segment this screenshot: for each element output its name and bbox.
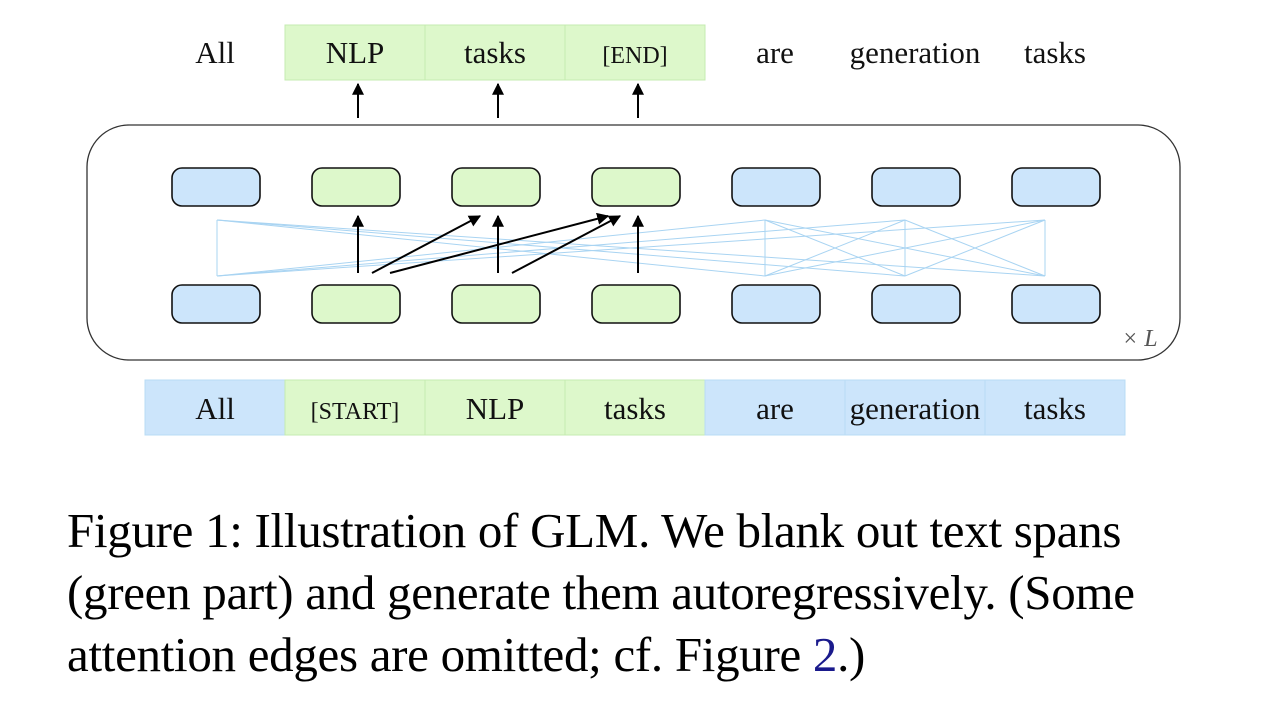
lower-node	[591, 284, 681, 324]
output-token: NLP	[326, 35, 385, 70]
output-token: All	[195, 35, 235, 70]
upper-node	[311, 167, 401, 207]
lower-node	[311, 284, 401, 324]
lower-node	[171, 284, 261, 324]
input-token: are	[756, 391, 794, 426]
repeat-label: × L	[1122, 326, 1158, 352]
caption-line: (green part) and generate them autoregre…	[67, 565, 1135, 620]
caption-text: attention edges are omitted; cf. Figure	[67, 627, 813, 682]
output-arrows	[352, 82, 644, 118]
attention-edge	[216, 219, 1046, 277]
caption-text: .)	[837, 627, 866, 682]
transformer-layer-box	[86, 124, 1181, 361]
output-token: tasks	[1024, 35, 1086, 70]
figure-reference-link[interactable]: 2	[812, 627, 838, 682]
input-token-cell	[984, 379, 1126, 436]
input-token: [START]	[311, 399, 400, 425]
output-token-cell	[284, 24, 426, 81]
input-token-cell	[564, 379, 706, 436]
span-attention-arrow	[371, 215, 482, 274]
context-attention-edges	[216, 219, 1046, 277]
input-token-cell	[844, 379, 986, 436]
output-token-cell	[564, 24, 706, 81]
upper-node	[451, 167, 541, 207]
input-token-cell	[424, 379, 566, 436]
caption-line: attention edges are omitted; cf. Figure …	[67, 624, 1227, 686]
output-token: tasks	[464, 35, 526, 70]
attention-edge	[216, 219, 766, 277]
upper-node	[871, 167, 961, 207]
output-token: [END]	[602, 43, 667, 69]
input-token: All	[195, 391, 235, 426]
attention-edge	[764, 219, 906, 277]
input-token: NLP	[466, 391, 525, 426]
span-attention-arrow	[511, 215, 622, 274]
output-token: are	[756, 35, 794, 70]
figure-caption: Figure 1: Illustration of GLM. We blank …	[67, 500, 1227, 686]
input-token-cell	[284, 379, 426, 436]
lower-node	[451, 284, 541, 324]
attention-edge	[764, 219, 1046, 277]
lower-node-row	[171, 284, 1101, 324]
upper-node	[591, 167, 681, 207]
upper-node	[731, 167, 821, 207]
attention-edge	[904, 219, 1046, 277]
input-token-cell	[144, 379, 286, 436]
input-token: generation	[850, 391, 981, 426]
input-token: tasks	[604, 391, 666, 426]
upper-node	[1011, 167, 1101, 207]
input-token: tasks	[1024, 391, 1086, 426]
output-token-row: All NLP tasks [END] are generation tasks	[195, 24, 1086, 81]
lower-node	[871, 284, 961, 324]
output-token-cell	[424, 24, 566, 81]
input-token-row: All [START] NLP tasks are generation tasks	[144, 379, 1126, 436]
output-token: generation	[850, 35, 981, 70]
lower-node	[731, 284, 821, 324]
caption-line: Figure 1: Illustration of GLM. We blank …	[67, 503, 1122, 558]
lower-node	[1011, 284, 1101, 324]
span-attention-arrows	[352, 212, 644, 274]
upper-node	[171, 167, 261, 207]
upper-node-row	[171, 167, 1101, 207]
